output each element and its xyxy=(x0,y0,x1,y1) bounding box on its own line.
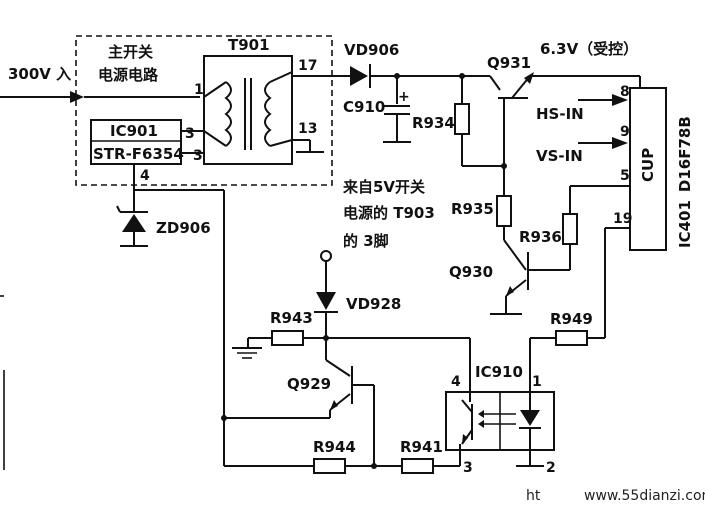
ic910-pin1: 1 xyxy=(532,374,542,390)
q929-label: Q929 xyxy=(287,375,331,393)
q930-transistor: Q930 xyxy=(449,252,534,315)
note-line-1: 来自5V开关 xyxy=(342,178,425,196)
r934-label: R934 xyxy=(412,114,455,132)
ic401-name-part: IC401D16F78B xyxy=(676,116,694,248)
q929-transistor: Q929 xyxy=(224,338,375,466)
hs-in-label: HS-IN xyxy=(536,105,584,123)
watermark-site: www.55dianzi.com xyxy=(584,488,705,504)
r941-label: R941 xyxy=(400,438,443,456)
note-line-2: 电源的 T903 xyxy=(343,204,435,222)
hs-in-signal: HS-IN xyxy=(536,94,628,123)
r944-label: R944 xyxy=(313,438,356,456)
q930-label: Q930 xyxy=(449,263,493,281)
input-label: 300V 入 xyxy=(8,65,71,83)
ic401-pin19: 19 xyxy=(613,211,632,227)
ic910-name: IC910 xyxy=(475,363,523,381)
r943-resistor: R943 xyxy=(232,309,471,392)
vd906-diode: VD906 xyxy=(292,41,490,88)
r936-label: R936 xyxy=(519,228,562,246)
ic401-pin9: 9 xyxy=(620,124,630,140)
note-line-3: 的 3脚 xyxy=(343,232,389,250)
vs-in-signal: VS-IN xyxy=(536,137,628,165)
ic901-pin3-lower: 3 xyxy=(193,148,203,164)
watermark: ht www.55dianzi.com xyxy=(526,488,705,504)
ic901-name: IC901 xyxy=(110,122,158,140)
q931-label: Q931 xyxy=(487,54,531,72)
vd928-diode: VD928 xyxy=(314,250,401,341)
input-300v: 300V 入 xyxy=(0,65,200,103)
ic910-optocoupler: IC910 4 1 3 2 xyxy=(445,363,556,476)
vd928-label: VD928 xyxy=(346,295,401,313)
ic401-block: CUP xyxy=(639,148,657,182)
psu-block-title-1: 主开关 xyxy=(108,43,153,61)
t901-pin13: 13 xyxy=(298,121,317,137)
ic401: 8 9 5 19 CUP IC401D16F78B xyxy=(605,76,694,251)
main-switch-psu-block: 主开关 电源电路 xyxy=(75,35,333,186)
r949-resistor: R949 xyxy=(529,310,593,392)
t901-pin17: 17 xyxy=(298,58,317,74)
c910-capacitor: C910 + xyxy=(343,76,411,143)
ic910-pin4: 4 xyxy=(451,374,461,390)
watermark-prefix: ht xyxy=(526,488,541,504)
vd906-label: VD906 xyxy=(344,41,399,59)
ic401-pin8: 8 xyxy=(620,84,630,100)
vs-in-label: VS-IN xyxy=(536,147,583,165)
t901-pin1: 1 xyxy=(194,82,204,98)
note-5v-source: 来自5V开关 电源的 T903 的 3脚 xyxy=(342,178,435,250)
svg-text:+: + xyxy=(398,89,410,105)
r935-label: R935 xyxy=(451,200,494,218)
ic910-pin3: 3 xyxy=(463,460,473,476)
zd906-label: ZD906 xyxy=(156,219,211,237)
output-label: 6.3V（受控） xyxy=(540,40,638,58)
r949-label: R949 xyxy=(550,310,593,328)
psu-block-title-2: 电源电路 xyxy=(98,66,159,84)
c910-label: C910 xyxy=(343,98,385,116)
ic901: IC901 STR-F6354 3 3 4 xyxy=(90,119,204,184)
r934-resistor: R934 xyxy=(412,76,505,167)
zd906-zener: ZD906 xyxy=(116,164,211,247)
q931-transistor: Q931 xyxy=(487,54,640,196)
r936-resistor: R936 xyxy=(519,185,605,271)
ic401-pin5: 5 xyxy=(620,168,630,184)
ic901-part: STR-F6354 xyxy=(93,145,184,163)
ic901-pin4: 4 xyxy=(140,168,150,184)
t901-name: T901 xyxy=(228,36,270,54)
t901-transformer: T901 1 17 13 xyxy=(194,36,324,165)
r944-resistor: R944 xyxy=(224,438,377,474)
ic901-pin3-upper: 3 xyxy=(185,126,195,142)
ic910-pin2: 2 xyxy=(546,460,556,476)
r941-resistor: R941 xyxy=(374,438,461,474)
r943-label: R943 xyxy=(270,309,313,327)
r935-resistor: R935 xyxy=(451,195,527,271)
